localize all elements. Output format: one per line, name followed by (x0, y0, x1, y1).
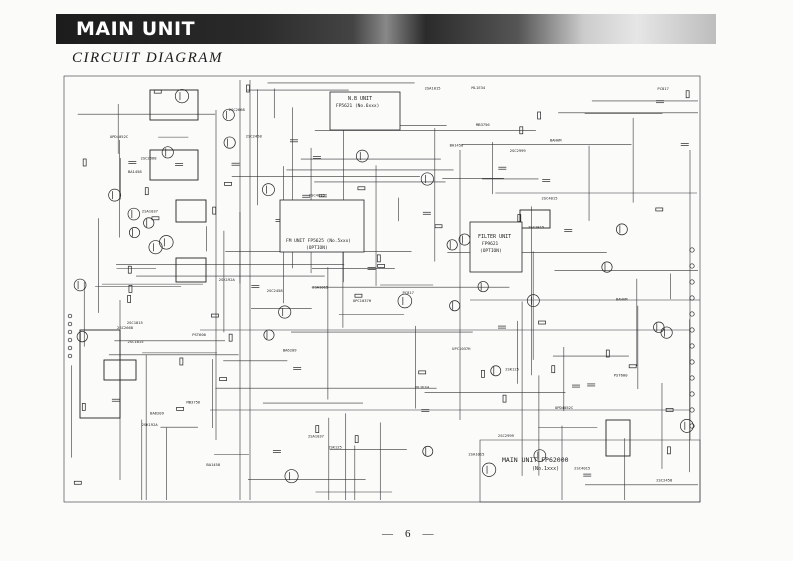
filter-unit-label: FILTER UNIT (478, 234, 511, 240)
fm-unit-box: FM UNIT FP5625 (No.5xxx) (OPTION) (279, 199, 365, 253)
part-label: 2SK125 (505, 366, 519, 371)
part-label: 2SC2668 (229, 107, 246, 112)
part-label: 2SC4015 (574, 466, 590, 471)
part-label: 2SK125 (328, 444, 342, 449)
part-label: 2SC1815 (127, 320, 143, 325)
part-label: UPD4052C (555, 405, 573, 410)
diagram-title: CIRCUIT DIAGRAM (72, 50, 223, 66)
part-label: UPC1037H (353, 298, 372, 303)
part-label: PST600 (192, 332, 206, 337)
part-label: 2SA1037 (142, 208, 158, 213)
fm-unit-option: (OPTION) (306, 245, 328, 251)
part-label: 2SA1037 (308, 434, 324, 439)
fm-unit-label: FM UNIT FP5625 (No.5xxx) (286, 238, 351, 244)
part-label: 2SC2999 (498, 433, 515, 438)
nb-unit-label: N.B UNIT (348, 96, 372, 102)
unit-name: MAIN UNIT FP62000 (502, 456, 569, 464)
part-label: 2SC2458 (267, 288, 284, 293)
part-label: 2SC4015 (542, 196, 558, 201)
part-label: 2SC1815 (528, 224, 544, 229)
part-label: 2SC2668 (141, 156, 158, 161)
unit-sub: (No.1xxx) (532, 466, 559, 472)
part-label: 2SC1815 (128, 339, 144, 344)
part-label: 2SK192A (219, 277, 236, 282)
part-label: 2SA1015 (468, 452, 484, 457)
part-label: 2SC4015 (309, 192, 325, 197)
part-label: 2SC2668 (117, 325, 134, 330)
part-label: UPD4052C (110, 134, 128, 139)
part-label: 2SC2999 (510, 148, 527, 153)
part-label: BAHAM (550, 138, 562, 143)
page-dash-right: — (422, 528, 434, 540)
part-label: MB3756 (186, 399, 200, 404)
part-label: 2SC2458 (656, 477, 673, 482)
part-label: MB3756 (476, 122, 490, 127)
filter-unit-sub: FP9621 (482, 241, 499, 247)
wiring (71, 80, 700, 500)
nb-unit-sub: FP5621 (No.6xxx) (336, 103, 379, 109)
page-dash-left: — (382, 528, 393, 540)
part-label: BAHAM (616, 296, 628, 301)
part-label: UPC1037H (452, 346, 471, 351)
part-label: BA1458 (206, 462, 220, 467)
part-label: BA1458 (450, 143, 464, 148)
unit-name-block: MAIN UNIT FP62000 (No.1xxx) (502, 456, 569, 472)
components (67, 84, 695, 485)
filter-unit-option: (OPTION) (480, 248, 502, 254)
part-label: PC817 (403, 290, 414, 295)
part-label: 2SA1015 (425, 85, 441, 90)
part-label: PST600 (614, 372, 628, 377)
part-label: PC817 (657, 86, 668, 91)
header-banner: MAIN UNIT (56, 14, 716, 44)
header-title: MAIN UNIT (76, 18, 196, 40)
part-labels: 2SC18152SC24582SC26682SC40152SA1015BA145… (110, 85, 673, 482)
part-label: 2SC2458 (246, 133, 263, 138)
schematic-frame (63, 75, 701, 503)
filter-unit-box: FILTER UNIT FP9621 (OPTION) (469, 221, 523, 273)
part-label: BA6209 (283, 347, 297, 352)
part-label: 2SK192A (142, 422, 159, 427)
page-number: — 6 — (376, 528, 440, 540)
part-label: ML1E34 (471, 85, 485, 90)
page-number-value: 6 (405, 528, 411, 540)
part-label: BA1458 (128, 169, 142, 174)
part-label: ML1E34 (415, 385, 429, 390)
nb-unit-box: N.B UNIT FP5621 (No.6xxx) (329, 91, 401, 131)
part-label: BA6209 (150, 411, 164, 416)
part-label: 2SA1015 (312, 285, 328, 290)
